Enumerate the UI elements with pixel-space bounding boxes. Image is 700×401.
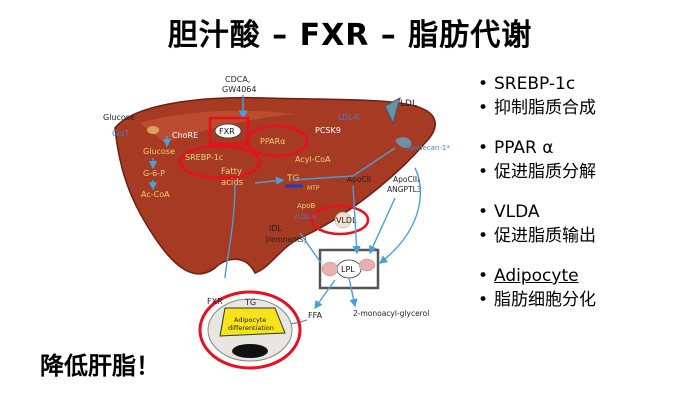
g6p-label: G-6-P [143,169,165,178]
adipocyte-label-line2: differentiation [228,324,274,332]
fxr-node [214,123,242,139]
tg-label: TG [286,174,299,184]
adipocyte-label-line1: Adipocyte [234,316,266,324]
lpl-highlight-box [318,248,380,290]
ldl-label: LDL [400,99,417,109]
chore-label: ChoRE [172,131,198,140]
vldlr-label: VLDL-R [293,213,317,221]
bullet-item: •脂肪细胞分化 [478,290,596,310]
mag-label: 2-monoacyl-glycerol [353,309,429,318]
bullet-item: •促进脂质输出 [478,226,596,246]
ldlr-label: LDL-R [338,113,360,122]
bullet-item: •Adipocyte [478,266,579,286]
accoa-label: Ac-CoA [141,190,170,199]
fxr-adipo-label: FXR [207,297,223,306]
adipocyte-yellow-shape [219,307,286,337]
glucose-label: Glucose [103,113,135,122]
vldl-label: VLDL [336,216,357,225]
srebp-highlight-ellipse [178,144,262,180]
pcsk9-label: PCSK9 [315,126,341,135]
bullet-item: •VLDA [478,202,540,222]
liver-fxr-diagram: LDL LDL-R PCSK9 Syndecan-1* Glucose GluT… [95,68,470,378]
ffa-label: FFA [308,311,322,320]
glut-label: GluT [112,129,130,138]
apociii-label: ApoCIII [393,175,419,184]
syndecan-icon [395,137,412,148]
bullet-item: •PPAR α [478,138,554,158]
apocii-label: ApoCII [347,175,371,184]
fxr-label: FXR [219,127,235,136]
adipocyte-highlight-ellipse [198,290,302,370]
tg-adipo-label: TG [244,298,256,307]
fatty-label: Fatty [221,167,242,177]
acylcoa-label: Acyl-CoA [295,155,331,164]
ppar-highlight-ellipse [245,124,309,158]
bullet-item: •SREBP-1c [478,74,576,94]
angptl3-label: ANGPTL3 [387,185,422,194]
ppar-label: PPARα [260,137,285,146]
apob-label: ApoB [297,202,316,210]
bullet-list: •SREBP-1c •抑制脂质合成 •PPAR α •促进脂质分解 •VLDA … [478,72,688,328]
gw4064-label: GW4064 [222,85,256,94]
ldl-receptor-icon [384,97,401,125]
slide-title: 胆汁酸 – FXR – 脂肪代谢 [167,18,533,53]
glut-transporter-icon [147,126,159,134]
vldl-highlight-ellipse [310,204,370,236]
acids-label: acids [221,178,244,188]
remnants-label: (remnants) [265,235,307,244]
bullet-group-vlda: •VLDA •促进脂质输出 [478,200,688,248]
fxr-highlight-box [208,116,250,146]
bullet-group-srebp: •SREBP-1c •抑制脂质合成 [478,72,688,120]
glucose-inner-label: Glucose [143,147,175,156]
cdca-label: CDCA, [225,75,250,84]
srebp-label: SREBP-1c [185,153,223,162]
syndecan-label: Syndecan-1* [405,144,450,152]
bullet-item: •促进脂质分解 [478,162,596,182]
conclusion-text: 降低肝脂！ [40,352,160,380]
bullet-item: •抑制脂质合成 [478,98,596,118]
lpl-label: LPL [341,265,355,274]
bullet-group-ppar: •PPAR α •促进脂质分解 [478,136,688,184]
bullet-group-adipocyte: •Adipocyte •脂肪细胞分化 [478,264,688,312]
idl-label: IDL [269,224,283,233]
mtp-label: MTP [307,185,320,192]
adipocyte-nucleus [232,344,268,358]
